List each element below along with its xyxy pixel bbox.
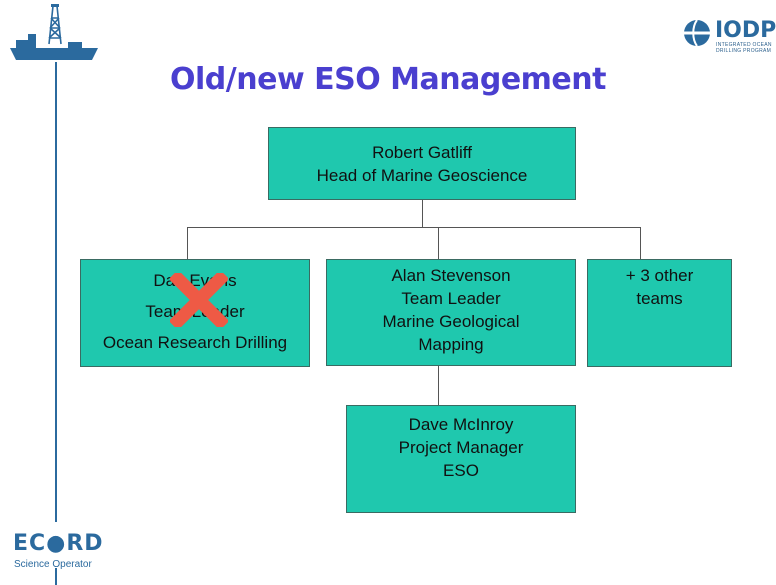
node-other-line-2: teams xyxy=(636,289,683,308)
drill-line xyxy=(55,62,57,522)
node-evans-team: Ocean Research Drilling xyxy=(102,333,288,352)
node-mcinroy-org: ESO xyxy=(443,461,479,480)
drill-ship-icon xyxy=(10,4,98,60)
drill-line-bottom xyxy=(55,568,57,585)
connector-horizontal xyxy=(187,227,640,228)
node-stevenson-role: Team Leader xyxy=(401,289,501,308)
node-head-role: Head of Marine Geoscience xyxy=(316,166,528,185)
node-mcinroy-role: Project Manager xyxy=(398,438,524,457)
iodp-logo-subtitle: INTEGRATED OCEAN DRILLING PROGRAM xyxy=(716,42,772,54)
node-other-teams: + 3 other teams xyxy=(587,259,732,367)
connector-evans xyxy=(187,227,188,259)
page-title: Old/new ESO Management xyxy=(170,62,606,97)
connector-stevenson xyxy=(438,227,439,259)
iodp-logo-text: IODP xyxy=(715,18,776,43)
node-mcinroy: Dave McInroy Project Manager ESO xyxy=(346,405,576,513)
iodp-globe-icon xyxy=(684,19,710,47)
node-stevenson-team-1: Marine Geological xyxy=(382,312,520,331)
node-stevenson: Alan Stevenson Team Leader Marine Geolog… xyxy=(326,259,576,366)
node-other-line-1: + 3 other xyxy=(625,266,694,285)
cross-out-icon xyxy=(170,273,228,327)
node-head: Robert Gatliff Head of Marine Geoscience xyxy=(268,127,576,200)
connector-head-down xyxy=(422,200,423,228)
connector-mcinroy xyxy=(438,366,439,406)
connector-other xyxy=(640,227,641,259)
ecord-logo-text: EC●RD xyxy=(13,531,104,556)
node-head-name: Robert Gatliff xyxy=(372,143,472,162)
node-stevenson-name: Alan Stevenson xyxy=(391,266,511,285)
ecord-logo-subtitle: Science Operator xyxy=(14,559,92,570)
node-mcinroy-name: Dave McInroy xyxy=(408,415,514,434)
node-stevenson-team-2: Mapping xyxy=(418,335,484,354)
